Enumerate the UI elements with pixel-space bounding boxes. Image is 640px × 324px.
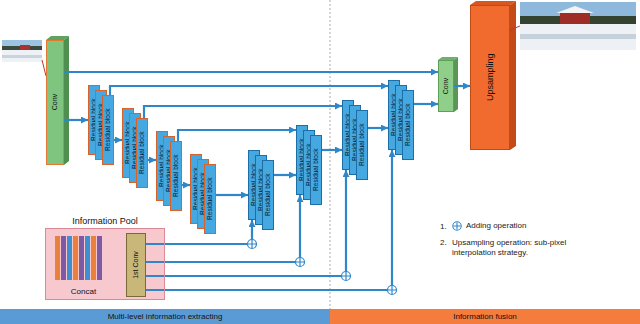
feature-map [85,236,90,280]
node-label: Conv [442,78,450,94]
section-divider [330,0,331,309]
flow-arrow [368,127,388,129]
node-label: Residual block [264,174,271,216]
flow-arrow [322,149,342,151]
legend-note: Upsampling operation: sub-pixel interpol… [452,238,602,258]
conv-side-face [64,36,69,165]
adding-symbol [452,221,462,231]
node-label: Residual block [206,178,213,220]
output-image-house [560,12,590,24]
feature-map [79,236,84,280]
node-label: Residual block [312,149,319,191]
flow-arrow [274,174,296,176]
flow-arrow [182,184,190,186]
upsampling-side-face [510,1,516,150]
node-label: Multi-level information extracting [108,312,223,321]
adding-cross [296,258,304,266]
input-image-snow [2,50,42,62]
conv-layer: Conv [46,40,64,165]
legend-note: 2. [440,238,447,248]
node-label: Information fusion [453,312,517,321]
adding-cross [342,272,350,280]
flow-arrow [216,194,248,196]
flow-arrow [178,130,296,141]
adding-cross [454,223,461,230]
output-image-roof [556,6,594,13]
flow-arrow [144,106,342,118]
adding-symbol [248,240,257,249]
flow-arrow [414,103,438,105]
adding-circle [248,240,257,249]
adding-circle [453,222,461,230]
feature-map [91,236,96,280]
output-image-shade [520,34,636,39]
adding-symbol [388,286,397,295]
concat-label: Concat [56,287,111,296]
conv-layer: 1st Conv [126,233,146,297]
input-image-trees [2,46,42,50]
adding-cross [248,240,256,248]
adding-symbol [296,258,305,267]
node-label: Upsampling [485,54,495,102]
feature-map [73,236,78,280]
section-band: Multi-level information extracting [0,309,330,324]
conv-side-face [454,57,458,112]
output-leader [510,26,520,30]
residual-block: Residual block [310,135,322,205]
feature-map [67,236,72,280]
node-label: Residual block [104,109,111,151]
adding-symbol [342,272,351,281]
information-pool: Information PoolConcat1st Conv [45,228,165,300]
node-label: Residual block [404,104,411,146]
node-label: Residual block [138,132,145,174]
legend-text: Adding operation [466,221,527,230]
flow-arrow [114,139,122,141]
flow-arrow [64,119,88,121]
flow-arrow [148,159,156,161]
flow-arrow [64,71,438,73]
section-band: Information fusion [330,309,640,324]
adding-circle [388,286,397,295]
feature-map [61,236,66,280]
residual-block: Residual block [170,141,182,211]
adding-circle [342,272,351,281]
residual-block: Residual block [102,95,114,165]
node-label: Residual block [358,124,365,166]
legend-item: Adding operation [452,221,527,231]
flow-arrow [110,86,388,95]
feature-map [97,236,102,280]
adding-cross [388,286,396,294]
legend-note: 1. [440,222,447,232]
node-label: 1st Conv [132,251,140,279]
residual-block: Residual block [356,110,368,180]
output-image-snow [520,24,636,50]
adding-circle [296,258,305,267]
input-image-shade [2,55,42,58]
residual-block: Residual block [136,118,148,188]
flow-arrow [454,85,470,87]
node-label: Residual block [172,155,179,197]
conv-layer: Conv [438,60,454,112]
feature-map [55,236,60,280]
pool-heading: Information Pool [46,216,164,227]
residual-block: Residual block [402,90,414,160]
node-label: Conv [51,94,59,110]
upsampling-layer: Upsampling [470,5,510,150]
residual-block: Residual block [262,160,274,230]
residual-block: Residual block [204,164,216,234]
